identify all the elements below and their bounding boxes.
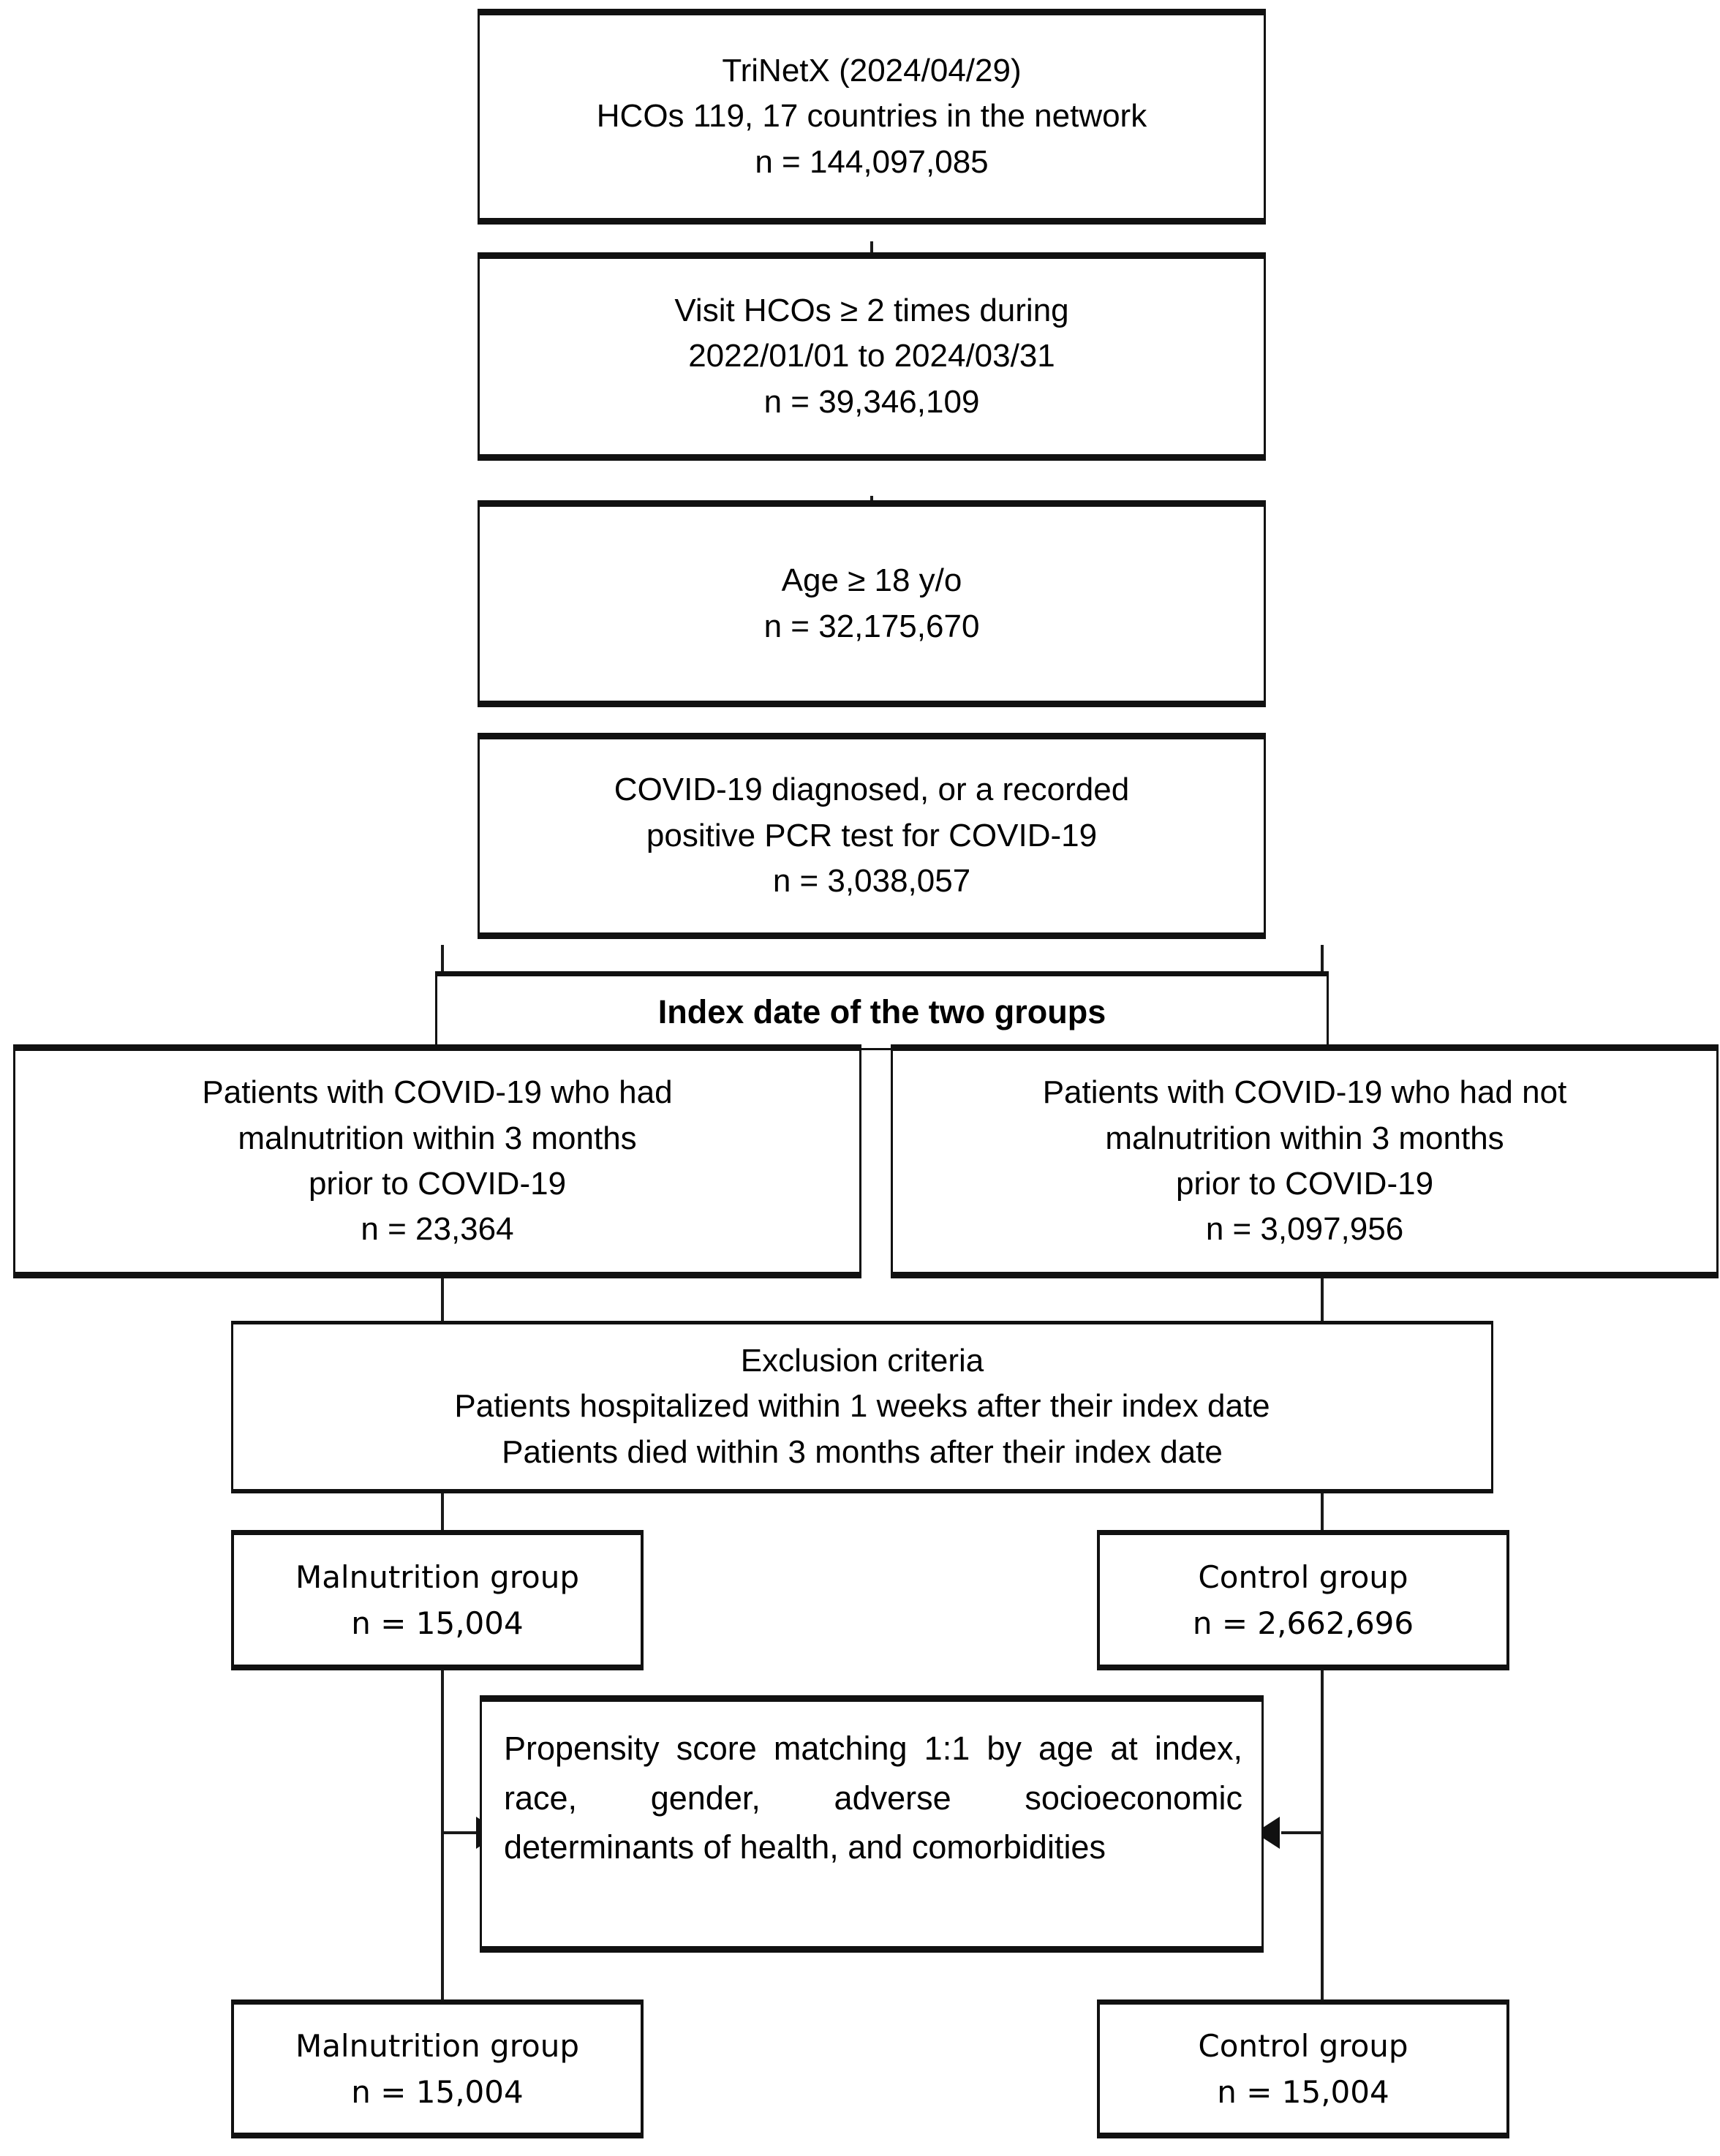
node-exposed-line1: Patients with COVID-19 who had	[202, 1074, 673, 1111]
connector-exclusion-to-malnutrition	[441, 1489, 444, 1539]
node-unexposed-line1: Patients with COVID-19 who had not	[1042, 1074, 1567, 1111]
node-unexposed-line4: n = 3,097,956	[1205, 1211, 1404, 1248]
connector-left-arrow-stem	[441, 1831, 482, 1834]
node-unexposed-group: Patients with COVID-19 who had not malnu…	[891, 1044, 1719, 1278]
node-source-line3: n = 144,097,085	[755, 143, 989, 180]
node-age-line1: Age ≥ 18 y/o	[781, 562, 962, 599]
node-control-postmatch-line1: Control group	[1198, 2027, 1408, 2064]
node-malnutrition-prematch-line2: n = 15,004	[351, 1605, 524, 1641]
node-age-line2: n = 32,175,670	[763, 608, 980, 644]
node-exclusion-line1: Exclusion criteria	[740, 1342, 984, 1379]
connector-index-to-unexposed	[1321, 945, 1324, 996]
node-malnutrition-postmatch-line1: Malnutrition group	[295, 2027, 580, 2064]
node-covid-line2: positive PCR test for COVID-19	[646, 817, 1098, 853]
node-visits-line3: n = 39,346,109	[763, 383, 980, 420]
node-propensity-score-matching: Propensity score matching 1:1 by age at …	[480, 1695, 1264, 1953]
node-control-postmatch-line2: n = 15,004	[1217, 2073, 1389, 2110]
node-index-date-band: Index date of the two groups	[435, 971, 1329, 1050]
connector-malnutrition-down	[441, 1665, 444, 2043]
node-exclusion-line2: Patients hospitalized within 1 weeks aft…	[454, 1388, 1270, 1425]
node-unexposed-line2: malnutrition within 3 months	[1105, 1120, 1504, 1156]
node-covid-line3: n = 3,038,057	[772, 863, 971, 900]
node-control-prematch-line1: Control group	[1198, 1558, 1408, 1595]
node-covid: COVID-19 diagnosed, or a recorded positi…	[478, 733, 1266, 939]
node-exposed-line3: prior to COVID-19	[308, 1166, 567, 1202]
node-source-line2: HCOs 119, 17 countries in the network	[596, 98, 1147, 135]
node-source-line1: TriNetX (2024/04/29)	[722, 52, 1022, 88]
node-malnutrition-group-postmatch: Malnutrition group n = 15,004	[231, 1999, 644, 2138]
node-covid-line1: COVID-19 diagnosed, or a recorded	[614, 772, 1130, 808]
node-malnutrition-postmatch-line2: n = 15,004	[351, 2073, 524, 2110]
connector-exposed-to-exclusion	[441, 1274, 444, 1325]
node-malnutrition-prematch-line1: Malnutrition group	[295, 1558, 580, 1595]
node-visits-line1: Visit HCOs ≥ 2 times during	[674, 292, 1069, 328]
node-exposed-line2: malnutrition within 3 months	[238, 1120, 637, 1156]
connector-right-arrow-stem	[1281, 1831, 1322, 1834]
connector-exclusion-to-control	[1321, 1489, 1324, 1539]
node-control-group-postmatch: Control group n = 15,004	[1097, 1999, 1509, 2138]
node-propensity-text: Propensity score matching 1:1 by age at …	[504, 1730, 1242, 1866]
node-exclusion-criteria: Exclusion criteria Patients hospitalized…	[231, 1321, 1493, 1493]
node-unexposed-line3: prior to COVID-19	[1175, 1166, 1434, 1202]
node-control-prematch-line2: n = 2,662,696	[1192, 1605, 1414, 1641]
node-age: Age ≥ 18 y/o n = 32,175,670	[478, 500, 1266, 707]
node-source: TriNetX (2024/04/29) HCOs 119, 17 countr…	[478, 9, 1266, 225]
node-exclusion-line3: Patients died within 3 months after thei…	[502, 1433, 1223, 1470]
node-control-group-prematch: Control group n = 2,662,696	[1097, 1530, 1509, 1670]
connector-control-down	[1321, 1665, 1324, 2043]
node-index-date-label: Index date of the two groups	[657, 993, 1106, 1030]
node-exposed-group: Patients with COVID-19 who had malnutrit…	[13, 1044, 861, 1278]
connector-index-to-exposed	[441, 945, 444, 996]
node-malnutrition-group-prematch: Malnutrition group n = 15,004	[231, 1530, 644, 1670]
node-visits-line2: 2022/01/01 to 2024/03/31	[688, 338, 1055, 374]
node-visits: Visit HCOs ≥ 2 times during 2022/01/01 t…	[478, 252, 1266, 461]
connector-unexposed-to-exclusion	[1321, 1274, 1324, 1325]
node-exposed-line4: n = 23,364	[361, 1211, 514, 1248]
